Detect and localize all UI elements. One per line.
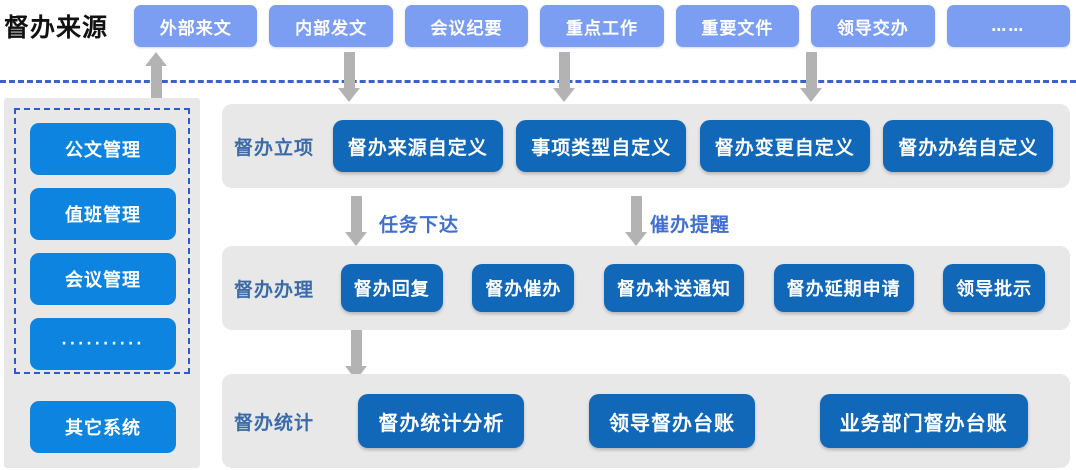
- sidebar-dashed-group: [14, 108, 190, 374]
- source-chip-important-file[interactable]: 重要文件: [675, 5, 800, 47]
- node-department-ledger[interactable]: 业务部门督办台账: [819, 394, 1028, 448]
- node-leader-instruction[interactable]: 领导批示: [943, 264, 1046, 312]
- source-chip-internal-doc[interactable]: 内部发文: [269, 5, 393, 47]
- source-chip-meeting-minutes[interactable]: 会议纪要: [404, 5, 529, 47]
- node-source-custom[interactable]: 督办来源自定义: [332, 120, 503, 172]
- node-leader-ledger[interactable]: 领导督办台账: [588, 394, 755, 448]
- source-title: 督办来源: [4, 13, 109, 42]
- stage-label-initiation: 督办立项: [234, 136, 315, 159]
- stage-panel-initiation: 督办立项 督办来源自定义 事项类型自定义 督办变更自定义 督办办结自定义: [222, 104, 1070, 188]
- arrow-down-from-internal-doc: [338, 52, 360, 102]
- node-supplement-notice[interactable]: 督办补送通知: [603, 264, 744, 312]
- stage-items-initiation: 督办来源自定义 事项类型自定义 督办变更自定义 督办办结自定义: [326, 120, 1070, 172]
- sidebar-item-other-systems[interactable]: 其它系统: [30, 401, 176, 453]
- node-reply[interactable]: 督办回复: [340, 264, 443, 312]
- node-closure-custom[interactable]: 督办办结自定义: [883, 120, 1054, 172]
- node-urge[interactable]: 督办催办: [472, 264, 575, 312]
- dashed-divider: [0, 80, 1076, 83]
- sidebar-item-more[interactable]: ··········: [30, 318, 176, 370]
- stage-panel-statistics: 督办统计 督办统计分析 领导督办台账 业务部门督办台账: [222, 374, 1070, 468]
- arrow-up-to-external-doc: [145, 52, 167, 102]
- stage-items-processing: 督办回复 督办催办 督办补送通知 督办延期申请 领导批示: [326, 264, 1070, 312]
- node-statistics-analysis[interactable]: 督办统计分析: [358, 394, 525, 448]
- arrow-task-assignment: [345, 196, 367, 246]
- stage-panel-processing: 督办办理 督办回复 督办催办 督办补送通知 督办延期申请 领导批示: [222, 246, 1070, 330]
- arrow-down-from-key-work: [553, 52, 575, 102]
- arrow-down-from-leader-assignment: [800, 52, 822, 102]
- stage-items-statistics: 督办统计分析 领导督办台账 业务部门督办台账: [326, 394, 1070, 448]
- node-item-type-custom[interactable]: 事项类型自定义: [516, 120, 687, 172]
- sidebar-item-meeting-mgmt[interactable]: 会议管理: [30, 253, 176, 305]
- systems-sidebar: 公文管理 值班管理 会议管理 ·········· 其它系统: [4, 98, 200, 468]
- stage-label-statistics: 督办统计: [234, 411, 315, 434]
- source-chip-more[interactable]: ……: [946, 5, 1070, 47]
- stage-label-processing: 督办办理: [234, 278, 315, 301]
- sidebar-item-duty-mgmt[interactable]: 值班管理: [30, 188, 176, 240]
- sidebar-item-document-mgmt[interactable]: 公文管理: [30, 123, 176, 175]
- arrow-urge-reminder: [625, 196, 647, 246]
- flow-label-urge-reminder: 催办提醒: [650, 214, 731, 236]
- source-row: 督办来源 外部来文 内部发文 会议纪要 重点工作 重要文件 领导交办 ……: [0, 0, 1076, 52]
- source-chip-key-work[interactable]: 重点工作: [540, 5, 664, 47]
- node-change-custom[interactable]: 督办变更自定义: [699, 120, 870, 172]
- source-chip-leader-assignment[interactable]: 领导交办: [811, 5, 935, 47]
- source-chip-external-doc[interactable]: 外部来文: [134, 5, 258, 47]
- arrow-to-statistics: [345, 330, 367, 380]
- node-extension-request[interactable]: 督办延期申请: [773, 264, 914, 312]
- flow-label-task-assignment: 任务下达: [379, 214, 460, 236]
